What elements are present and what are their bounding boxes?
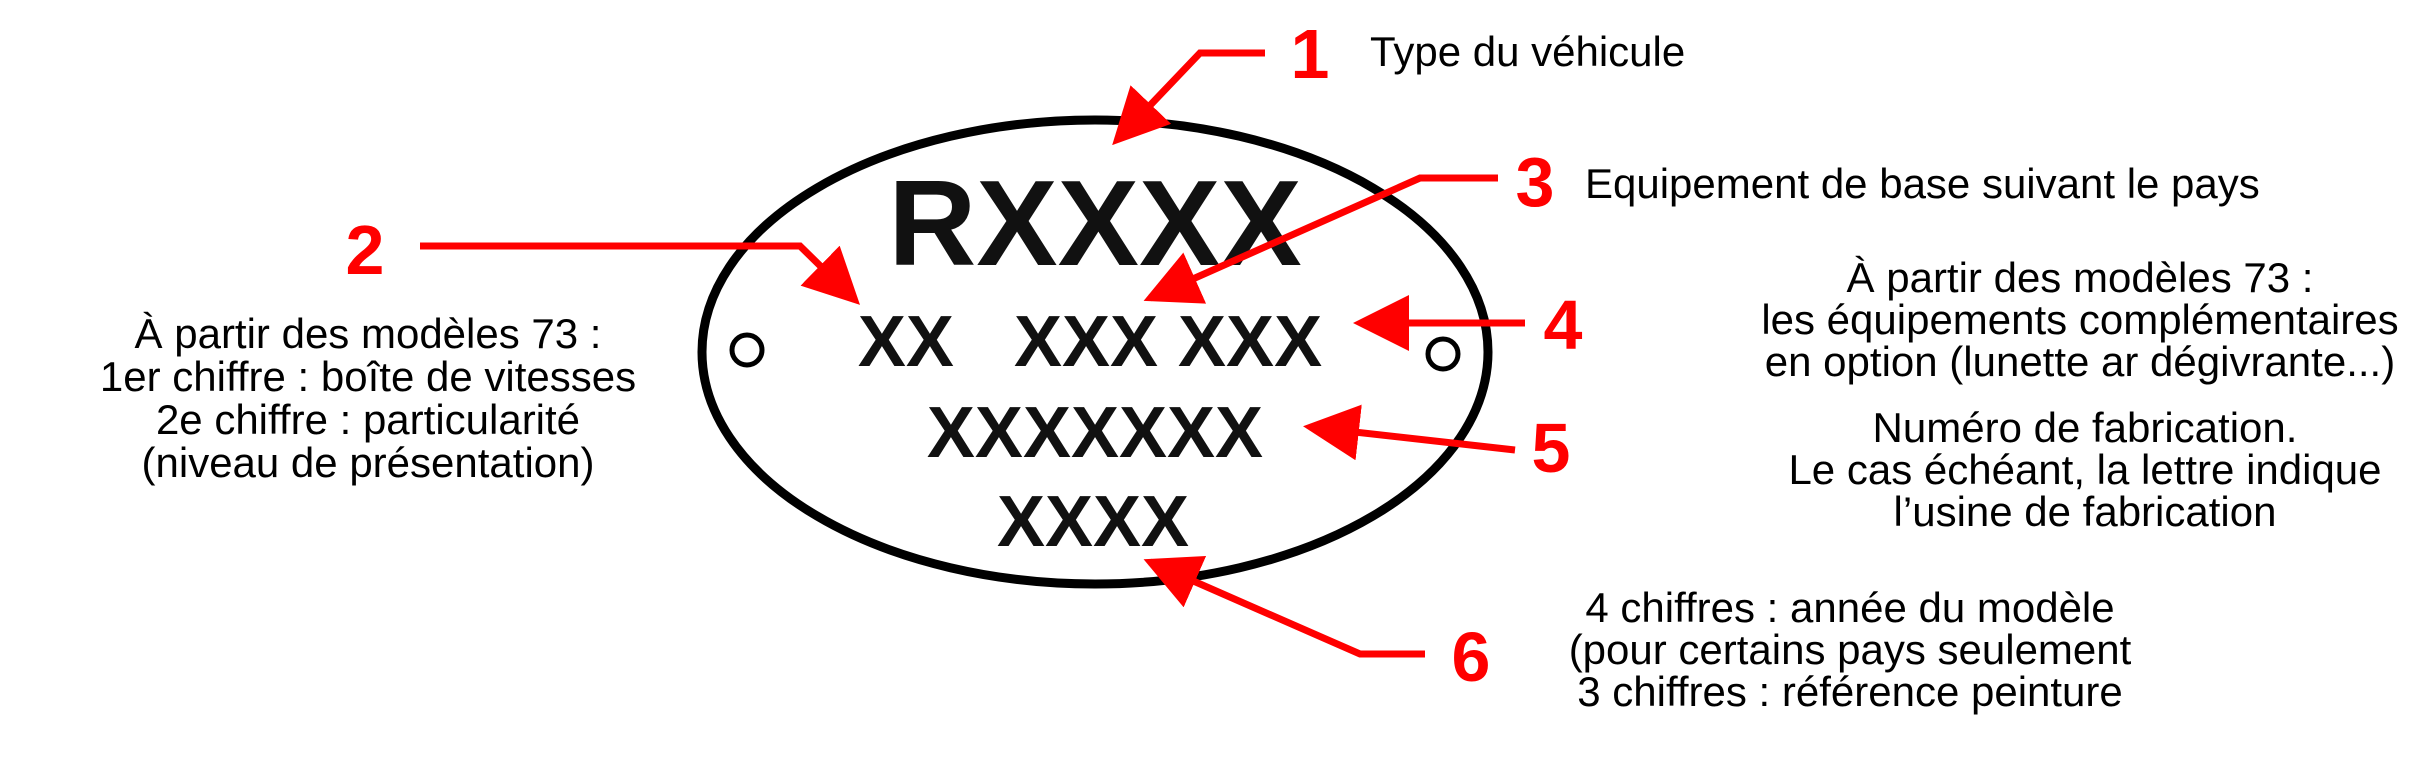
label-line: Numéro de fabrication. — [1873, 404, 2298, 451]
callout-number-6: 6 — [1452, 618, 1491, 696]
callout-label-6: 4 chiffres : année du modèle (pour certa… — [1569, 584, 2132, 715]
callout-number-4: 4 — [1544, 286, 1583, 364]
plate-line-serial: XXXXXXX — [927, 393, 1263, 473]
label-line: Le cas échéant, la lettre indique — [1788, 446, 2381, 493]
callout-arrows — [420, 49, 1525, 658]
callout-label-2: À partir des modèles 73 : 1er chiffre : … — [100, 310, 636, 486]
label-line: À partir des modèles 73 : — [1847, 254, 2314, 301]
plate-rivet-right — [1425, 336, 1461, 372]
callout-numbers: 1 2 3 4 5 6 — [346, 15, 1583, 696]
callout-number-2: 2 — [346, 211, 385, 289]
label-line: en option (lunette ar dégivrante...) — [1765, 338, 2395, 385]
label-line: Type du véhicule — [1370, 28, 1685, 75]
label-line: 4 chiffres : année du modèle — [1585, 584, 2114, 631]
arrow-6 — [1143, 556, 1425, 658]
arrow-1 — [1112, 49, 1265, 146]
callout-number-1: 1 — [1291, 15, 1330, 93]
label-line: les équipements complémentaires — [1761, 296, 2398, 343]
callout-number-5: 5 — [1532, 409, 1571, 487]
callout-number-3: 3 — [1516, 143, 1555, 221]
label-line: À partir des modèles 73 : — [135, 310, 602, 357]
callout-label-4: À partir des modèles 73 : les équipement… — [1761, 254, 2398, 385]
label-line: 1er chiffre : boîte de vitesses — [100, 353, 636, 400]
plate-line-year-paint: XXXX — [997, 482, 1189, 562]
label-line: l’usine de fabrication — [1894, 488, 2277, 535]
arrow-5 — [1303, 404, 1516, 461]
plate-rivet-left — [729, 332, 765, 368]
label-line: 3 chiffres : référence peinture — [1577, 668, 2123, 715]
callout-label-3: Equipement de base suivant le pays — [1585, 160, 2260, 207]
callout-label-5: Numéro de fabrication. Le cas échéant, l… — [1788, 404, 2381, 535]
label-line: 2e chiffre : particularité — [156, 396, 580, 443]
arrow-2 — [420, 242, 860, 305]
callout-label-1: Type du véhicule — [1370, 28, 1685, 75]
plate-line-vehicle-type: RXXXX — [888, 155, 1302, 291]
plate-line-equipment: XX XXX XXX — [858, 302, 1322, 382]
callout-labels: Type du véhicule À partir des modèles 73… — [100, 28, 2399, 715]
arrow-3 — [1143, 174, 1498, 304]
label-line: (niveau de présentation) — [142, 439, 595, 486]
label-line: (pour certains pays seulement — [1569, 626, 2132, 673]
identification-plate: RXXXX XX XXX XXX XXXXXXX XXXX — [697, 115, 1493, 589]
label-line: Equipement de base suivant le pays — [1585, 160, 2260, 207]
